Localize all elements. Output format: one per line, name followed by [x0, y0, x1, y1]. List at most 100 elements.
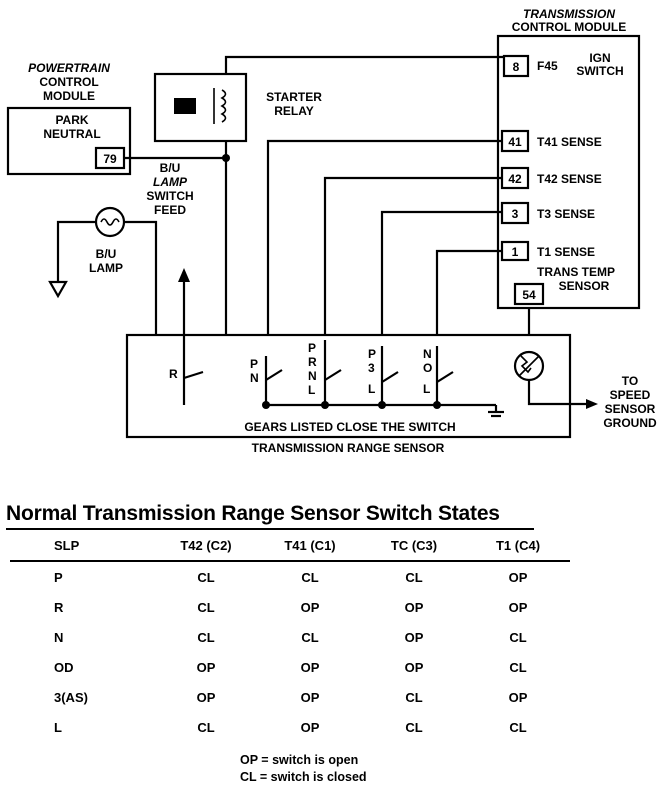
cell-slp: L [54, 719, 62, 735]
t41-label: T41 SENSE [537, 135, 602, 149]
pin-8-box [502, 54, 530, 78]
header-t1: T1 (C4) [466, 530, 570, 562]
ign-label-2: SWITCH [576, 64, 623, 78]
ign-label-1: IGN [589, 51, 610, 65]
switch-pn-n: N [250, 371, 259, 385]
cell: CL [405, 569, 423, 585]
cell: CL [405, 689, 423, 705]
header-tc: TC (C3) [362, 530, 466, 562]
header-t42: T42 (C2) [154, 530, 258, 562]
header-t41: T41 (C1) [258, 530, 362, 562]
pin-42-label: 42 [508, 172, 522, 186]
arrow-up-icon [178, 268, 190, 282]
switch-prnl-l: L [308, 383, 315, 397]
trans-temp-label-1: TRANS TEMP [537, 265, 615, 279]
switch-pn-p: P [250, 357, 258, 371]
table-row: L CL OP CL CL [10, 712, 570, 742]
cell: OP [404, 629, 424, 645]
switch-3l-l: L [368, 382, 375, 396]
cell: CL [197, 599, 215, 615]
pcm-title-2: CONTROL [39, 75, 98, 89]
cell: OP [300, 719, 320, 735]
cell: CL [509, 719, 527, 735]
to-label-4: GROUND [603, 416, 657, 430]
cell: OP [508, 689, 528, 705]
table-row: P CL CL CL OP [10, 561, 570, 592]
starter-relay-label-2: RELAY [274, 104, 314, 118]
pin-54-label: 54 [522, 288, 536, 302]
trs-label: TRANSMISSION RANGE SENSOR [252, 441, 445, 455]
cell: CL [197, 719, 215, 735]
pin-41-label: 41 [508, 135, 522, 149]
title-underline [6, 528, 534, 530]
switch-nol-o: O [423, 361, 432, 375]
header-slp: SLP [10, 530, 154, 562]
switch-3l-3: 3 [368, 361, 375, 375]
pcm-title-3: MODULE [43, 89, 95, 103]
legend-op: OP = switch is open [240, 753, 359, 767]
trs-box [125, 333, 572, 439]
cell-slp: 3(AS) [54, 689, 88, 705]
bu-feed-label-3: SWITCH [146, 189, 193, 203]
pin-79-label: 79 [103, 152, 117, 166]
table-header-row: SLP T42 (C2) T41 (C1) TC (C3) T1 (C4) [10, 530, 570, 562]
table-row: R CL OP OP OP [10, 592, 570, 622]
f45-label: F45 [537, 59, 558, 73]
to-label-1: TO [622, 374, 638, 388]
starter-relay-box [153, 72, 248, 143]
tcm-title-2: CONTROL MODULE [512, 20, 626, 34]
cell: CL [197, 569, 215, 585]
relay-contact-icon [174, 98, 196, 114]
bu-feed-label-2: LAMP [153, 175, 188, 189]
cell: CL [301, 569, 319, 585]
arrow-right-icon [586, 399, 598, 409]
cell: OP [196, 689, 216, 705]
switch-nol-n: N [423, 347, 432, 361]
cell: OP [508, 599, 528, 615]
pin-3-label: 3 [512, 207, 519, 221]
to-label-2: SPEED [610, 388, 651, 402]
cell-slp: P [54, 569, 63, 585]
cell-slp: N [54, 629, 64, 645]
table-title: Normal Transmission Range Sensor Switch … [6, 502, 500, 525]
switch-3l-p: P [368, 347, 376, 361]
cell: CL [509, 629, 527, 645]
cell: OP [300, 599, 320, 615]
table-row: 3(AS) OP OP CL OP [10, 682, 570, 712]
bu-lamp-label-1: B/U [96, 247, 117, 261]
switch-prnl-n: N [308, 369, 317, 383]
t3-label: T3 SENSE [537, 207, 595, 221]
cell: CL [405, 719, 423, 735]
ground-icon [48, 280, 68, 299]
switch-nol-l: L [423, 382, 430, 396]
tcm-title-1: TRANSMISSION [523, 7, 615, 21]
park-neutral-1: PARK [55, 113, 88, 127]
bu-lamp-icon [94, 206, 126, 238]
pin-1-label: 1 [512, 245, 519, 259]
gears-note: GEARS LISTED CLOSE THE SWITCH [244, 420, 455, 434]
switch-prnl-p: P [308, 341, 316, 355]
t42-label: T42 SENSE [537, 172, 602, 186]
bu-feed-label-4: FEED [154, 203, 186, 217]
bu-feed-label-1: B/U [160, 161, 181, 175]
legend-cl: CL = switch is closed [240, 770, 367, 784]
pcm-title-1: POWERTRAIN [28, 61, 110, 75]
cell: OP [300, 659, 320, 675]
starter-relay-label-1: STARTER [266, 90, 322, 104]
pin-54-box [513, 282, 545, 306]
table-row: N CL CL OP CL [10, 622, 570, 652]
pin-8-label: 8 [513, 60, 520, 74]
cell: CL [301, 629, 319, 645]
legend: OP = switch is open CL = switch is close… [240, 752, 367, 786]
switch-states-table: SLP T42 (C2) T41 (C1) TC (C3) T1 (C4) P … [10, 530, 570, 742]
cell: CL [197, 629, 215, 645]
park-neutral-2: NEUTRAL [43, 127, 100, 141]
table-row: OD OP OP OP CL [10, 652, 570, 682]
switch-prnl-r: R [308, 355, 317, 369]
cell: OP [404, 659, 424, 675]
switch-r-label: R [169, 367, 178, 381]
cell: OP [196, 659, 216, 675]
trans-temp-label-2: SENSOR [559, 279, 610, 293]
relay-coil-icon [220, 89, 227, 123]
cell: CL [509, 659, 527, 675]
